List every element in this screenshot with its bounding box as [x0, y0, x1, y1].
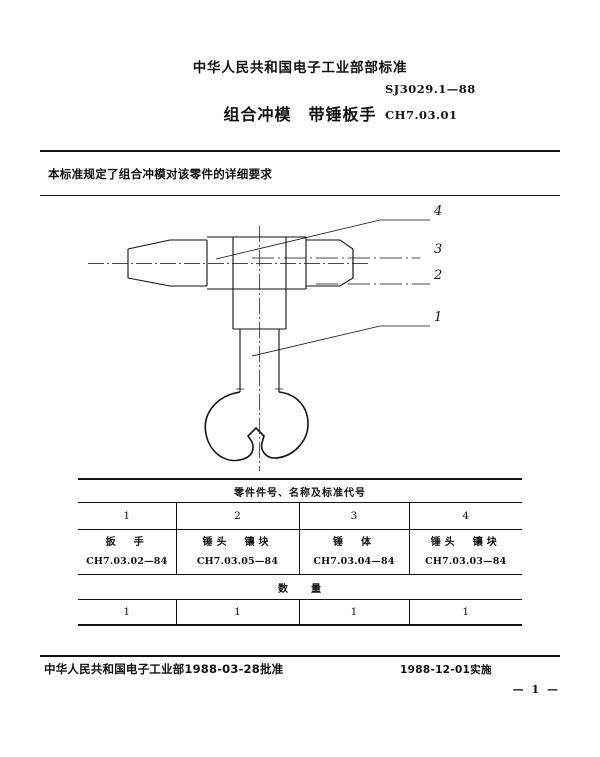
part-name: 锤头 镶块: [430, 536, 501, 548]
callout-label-1: 1: [434, 310, 442, 325]
item-number-cell: 1: [78, 502, 176, 530]
header-divider-rule: [40, 150, 560, 152]
footer-divider-rule: [40, 655, 560, 657]
document-header: 中华人民共和国电子工业部部标准 组合冲模 带锤板手 SJ3029.1—88 CH…: [0, 0, 600, 150]
page-number: — 1 —: [512, 683, 560, 696]
standard-number: SJ3029.1—88: [385, 82, 476, 96]
part-name: 扳 手: [105, 536, 148, 548]
item-number-cell: 4: [408, 502, 522, 530]
quantity-cell: 1: [175, 599, 299, 626]
page-title: 组合冲模 带锤板手: [223, 105, 377, 124]
part-cell: 锤头 镶块 CH7.03.05—84: [175, 529, 299, 575]
table-row-item-numbers: 1 2 3 4: [78, 502, 522, 530]
wrench-jaw-outline: [204, 391, 309, 462]
standard-code-block: SJ3029.1—88 CH7.03.01: [385, 76, 555, 128]
quantity-cell: 1: [298, 599, 409, 626]
part-code: CH7.03.05—84: [196, 555, 279, 567]
quantity-caption: 数 量: [78, 574, 522, 600]
table-row-caption: 零件件号、名称及标准代号: [78, 478, 522, 503]
part-cell: 锤 体 CH7.03.04—84: [298, 529, 409, 575]
part-cell: 锤头 镶块 CH7.03.03—84: [408, 529, 522, 575]
part-code: CH7.03.02—84: [86, 555, 168, 567]
table-row-quantities: 1 1 1 1: [78, 599, 522, 626]
footer-approval-text: 中华人民共和国电子工业部1988-03-28批准: [44, 662, 284, 676]
table-row-part-details: 扳 手 CH7.03.02—84 锤头 镶块 CH7.03.05—84 锤 体 …: [78, 529, 522, 575]
part-code: CH7.03.03—84: [425, 555, 507, 567]
footer-implementation-text: 1988-12-01实施: [400, 664, 492, 676]
part-name: 锤 体: [333, 536, 375, 548]
item-number-cell: 3: [298, 502, 409, 530]
part-name: 锤头 镶块: [202, 536, 273, 548]
part-cell: 扳 手 CH7.03.02—84: [78, 529, 176, 575]
table-row-quantity-caption: 数 量: [78, 574, 522, 600]
parts-table: 零件件号、名称及标准代号 1 2 3 4 扳 手 CH7.03.02—84 锤头…: [78, 478, 522, 626]
quantity-cell: 1: [78, 599, 176, 626]
callout-label-3: 3: [434, 242, 442, 257]
callout-label-2: 2: [433, 268, 442, 283]
leader-line-4: [215, 219, 430, 260]
technical-drawing: 4 3 2 1: [40, 196, 560, 471]
item-number-cell: 2: [175, 502, 299, 530]
classification-code: CH7.03.01: [385, 108, 458, 122]
parts-table-caption: 零件件号、名称及标准代号: [78, 478, 522, 503]
scope-divider-rule: [40, 195, 560, 196]
callout-label-4: 4: [433, 204, 442, 219]
scope-statement: 本标准规定了组合冲模对该零件的详细要求: [48, 167, 273, 181]
leader-line-1: [251, 325, 430, 357]
quantity-cell: 1: [408, 599, 522, 626]
part-code: CH7.03.04—84: [313, 555, 395, 567]
ministry-title: 中华人民共和国电子工业部部标准: [192, 60, 408, 76]
